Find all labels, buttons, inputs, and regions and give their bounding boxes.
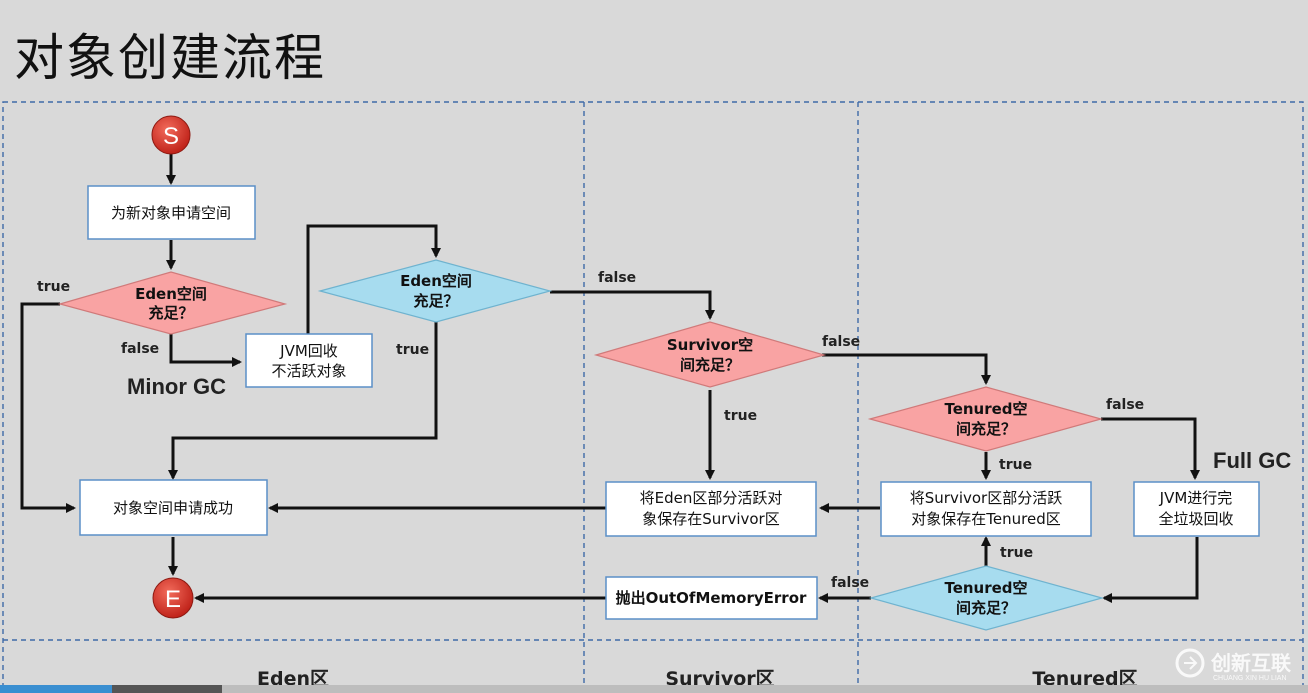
label-tenured1-true: true: [999, 457, 1032, 473]
throw-oom-text: 抛出OutOfMemoryError: [616, 589, 807, 607]
edge-eden1-false: [169, 334, 242, 367]
label-tenured1-false: false: [1106, 397, 1144, 413]
full-gc-line1: JVM进行完: [1159, 489, 1233, 507]
watermark-logo: 创新互联 CHUANG XIN HU LIAN: [1175, 648, 1291, 682]
jvm-gc-line2: 不活跃对象: [271, 362, 346, 380]
eden-check-1-line2: 充足？: [148, 304, 193, 322]
end-terminal: E: [152, 577, 194, 619]
tenured-check-2-line1: Tenured空: [944, 579, 1027, 597]
lane-frame: [2, 101, 1304, 689]
eden-check-1-line1: Eden空间: [135, 285, 207, 303]
move-survivor-line1: 将Survivor区部分活跃: [910, 489, 1062, 507]
full-gc-line2: 全垃圾回收: [1158, 510, 1233, 528]
full-gc-label: Full GC: [1213, 448, 1291, 473]
process-move-survivor-to-tenured: 将Survivor区部分活跃 对象保存在Tenured区: [880, 481, 1092, 537]
process-jvm-full-gc: JVM进行完 全垃圾回收: [1133, 481, 1260, 537]
edge-eden2-true: [168, 322, 438, 480]
process-jvm-gc-inactive: JVM回收 不活跃对象: [245, 333, 373, 388]
lane-label-eden: Eden区: [257, 668, 329, 690]
decision-survivor-check: Survivor空 间充足？: [593, 321, 827, 388]
process-alloc-success: 对象空间申请成功: [79, 479, 268, 536]
move-eden-line1: 将Eden区部分活跃对: [640, 489, 783, 507]
watermark-name: 创新互联: [1210, 651, 1291, 675]
label-survivor-true: true: [724, 408, 757, 424]
move-survivor-line2: 对象保存在Tenured区: [911, 510, 1060, 528]
alloc-success-text: 对象空间申请成功: [113, 499, 233, 517]
decision-tenured-check-1: Tenured空 间充足？: [867, 386, 1104, 452]
process-throw-oom: 抛出OutOfMemoryError: [605, 576, 818, 620]
eden-check-2-line2: 充足？: [413, 292, 458, 310]
lane-label-survivor: Survivor区: [665, 668, 774, 690]
bottom-strip: [0, 685, 1308, 693]
edge-survivor-false: [822, 353, 991, 385]
label-eden2-false: false: [598, 270, 636, 286]
move-eden-line2: 象保存在Survivor区: [642, 510, 779, 528]
label-survivor-false: false: [822, 334, 860, 350]
label-eden1-false: false: [121, 341, 159, 357]
survivor-check-line2: 间充足？: [680, 356, 740, 374]
tenured-check-1-line2: 间充足？: [956, 420, 1016, 438]
decision-eden-check-1: Eden空间 充足？: [57, 271, 288, 335]
label-eden2-true: true: [396, 342, 429, 358]
decision-tenured-check-2: Tenured空 间充足？: [868, 565, 1105, 631]
label-tenured2-false: false: [831, 575, 869, 591]
jvm-gc-line1: JVM回收: [279, 342, 338, 360]
request-space-text: 为新对象申请空间: [111, 204, 231, 222]
label-eden1-true: true: [37, 279, 70, 295]
start-label: S: [163, 123, 179, 150]
end-label: E: [165, 586, 181, 613]
survivor-check-line1: Survivor空: [667, 336, 753, 354]
tenured-check-1-line1: Tenured空: [944, 400, 1027, 418]
page-title: 对象创建流程: [14, 29, 326, 87]
tenured-check-2-line2: 间充足？: [956, 599, 1016, 617]
process-move-eden-to-survivor: 将Eden区部分活跃对 象保存在Survivor区: [605, 481, 817, 537]
edge-fullgc-tenured2: [1102, 537, 1199, 603]
edge-gc-eden2: [306, 224, 441, 334]
edge-tenured1-false: [1101, 417, 1200, 480]
eden-check-2-line1: Eden空间: [400, 272, 472, 290]
lane-label-tenured: Tenured区: [1032, 668, 1137, 690]
minor-gc-label: Minor GC: [127, 374, 226, 399]
swimlanes: [2, 101, 1304, 690]
edge-eden2-false: [550, 290, 715, 320]
start-terminal: S: [151, 115, 191, 155]
watermark-sub: CHUANG XIN HU LIAN: [1213, 675, 1287, 682]
edge-eden1-true: [20, 302, 76, 513]
logo-mark-icon: [1184, 656, 1198, 670]
process-request-space: 为新对象申请空间: [87, 185, 256, 240]
label-tenured2-true: true: [1000, 545, 1033, 561]
decision-eden-check-2: Eden空间 充足？: [317, 259, 553, 323]
connectors: [20, 154, 1200, 603]
